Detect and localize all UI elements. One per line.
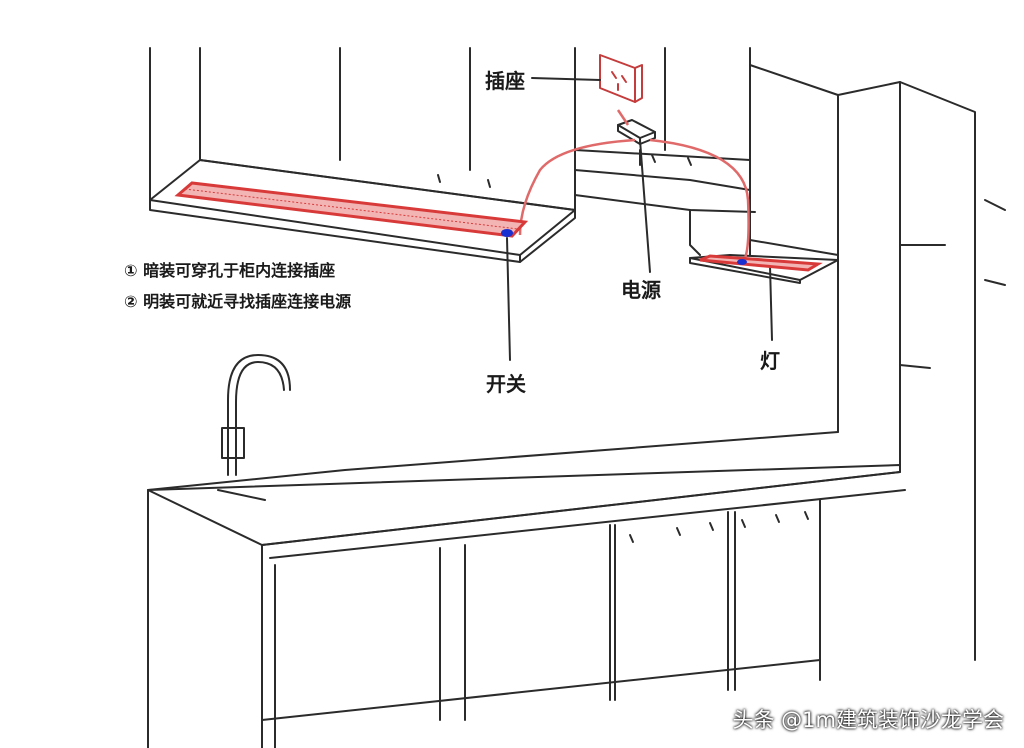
range-hood — [574, 149, 756, 256]
switch-sensor — [501, 229, 513, 237]
watermark: 头条 @1m建筑装饰沙龙学会 — [732, 708, 1005, 732]
power-label: 电源 — [621, 278, 661, 302]
led-strip-right-cabinet — [699, 254, 823, 272]
lower-cabinets — [261, 499, 821, 748]
socket-label: 插座 — [485, 69, 525, 93]
faucet — [217, 354, 291, 501]
note-surface-install: ② 明装可就近寻找插座连接电源 — [124, 292, 352, 311]
light-leader-line — [769, 265, 773, 341]
switch-label: 开关 — [486, 372, 526, 396]
switch-leader-line — [506, 237, 511, 361]
power-leader-line — [639, 139, 651, 273]
socket-outlet — [599, 54, 643, 103]
backsplash-edge — [147, 431, 839, 491]
power-cable-to-switch — [518, 109, 636, 236]
note-concealed-install: ① 暗装可穿孔于柜内连接插座 — [124, 261, 336, 280]
light-connector — [737, 259, 747, 265]
socket-leader-line — [531, 77, 601, 81]
tall-cabinet — [837, 81, 1006, 661]
power-cable-to-light — [649, 138, 750, 259]
upper-cabinet-left — [149, 47, 576, 263]
countertop — [147, 464, 906, 748]
led-strip-upper-cabinet — [174, 181, 529, 238]
light-label: 灯 — [760, 349, 780, 373]
